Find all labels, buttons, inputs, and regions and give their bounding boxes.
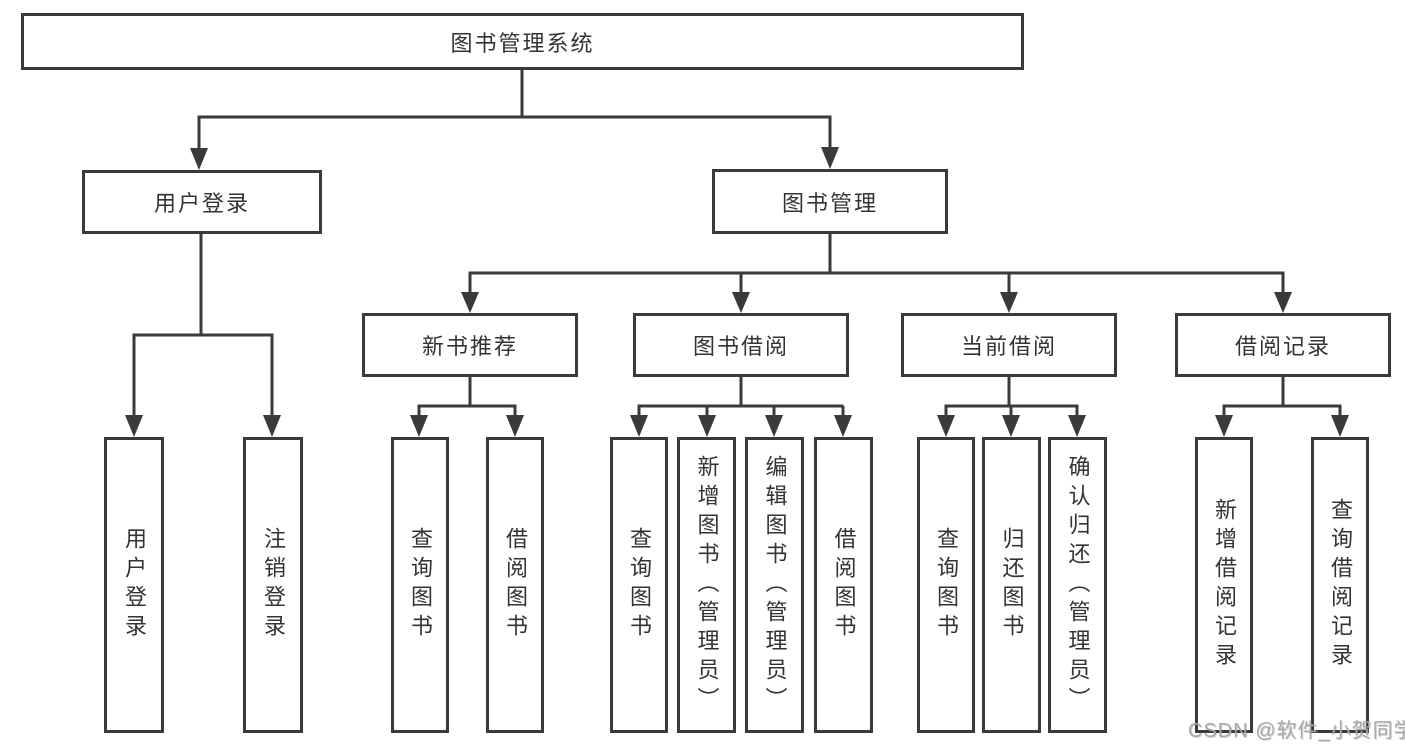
connector-line bbox=[132, 234, 274, 417]
node-label: 新书推荐 bbox=[421, 334, 518, 359]
leaf-logout: 注销登录 bbox=[243, 437, 303, 733]
node-label: 查询图书 bbox=[408, 527, 433, 643]
node-label: 新增借阅记录 bbox=[1212, 498, 1237, 672]
leaf-query-books-borrow: 查询图书 bbox=[610, 437, 668, 733]
node-label: 借阅图书 bbox=[831, 527, 857, 643]
connector-line bbox=[468, 234, 1285, 294]
node-label: 查询借阅记录 bbox=[1328, 498, 1353, 672]
arrowhead bbox=[190, 148, 208, 170]
node-label: 图书借阅 bbox=[692, 334, 789, 359]
node-label: 注销登录 bbox=[261, 527, 286, 643]
arrowhead bbox=[732, 292, 750, 313]
arrowhead bbox=[263, 415, 281, 437]
connector-newrec-to-leaves bbox=[410, 377, 524, 437]
node-label: 用户登录 bbox=[122, 527, 147, 643]
connector-borrow-to-leaves bbox=[630, 377, 852, 437]
leaf-confirm-return-admin: 确认归还（管理员） bbox=[1048, 437, 1107, 733]
leaf-return-books: 归还图书 bbox=[982, 437, 1041, 733]
connector-current-to-leaves bbox=[937, 377, 1086, 437]
connector-line bbox=[944, 377, 1079, 417]
leaf-borrow-books: 借阅图书 bbox=[814, 437, 873, 733]
arrowhead bbox=[630, 415, 648, 437]
node-book-borrow: 图书借阅 bbox=[633, 313, 849, 377]
node-user-login: 用户登录 bbox=[82, 170, 322, 234]
node-label: 借阅记录 bbox=[1234, 334, 1331, 359]
arrowhead bbox=[125, 415, 143, 437]
node-label: 归还图书 bbox=[999, 527, 1025, 643]
arrowhead bbox=[834, 415, 852, 437]
node-library-system: 图书管理系统 bbox=[21, 13, 1024, 70]
node-current-borrow: 当前借阅 bbox=[901, 313, 1117, 377]
node-label: 当前借阅 bbox=[960, 334, 1057, 359]
arrowhead bbox=[410, 415, 428, 437]
arrowhead bbox=[1274, 292, 1292, 313]
connector-userlogin-to-leaves bbox=[125, 234, 281, 437]
leaf-query-books-current: 查询图书 bbox=[917, 437, 975, 733]
arrowhead bbox=[1068, 415, 1086, 437]
arrowhead bbox=[937, 415, 955, 437]
connector-line bbox=[1222, 377, 1342, 417]
connector-records-to-leaves bbox=[1215, 377, 1349, 437]
watermark: CSDN @软件_小贺同学 bbox=[1188, 720, 1405, 742]
node-new-book-recommend: 新书推荐 bbox=[362, 313, 578, 377]
leaf-add-borrow-record: 新增借阅记录 bbox=[1195, 437, 1253, 733]
node-label: 用户登录 bbox=[153, 191, 250, 216]
leaf-query-books-recommend: 查询图书 bbox=[391, 437, 449, 733]
arrowhead bbox=[821, 147, 839, 169]
node-label: 查询图书 bbox=[934, 527, 959, 643]
connector-line bbox=[637, 377, 845, 417]
node-borrow-records: 借阅记录 bbox=[1175, 313, 1391, 377]
connector-root-to-level2 bbox=[190, 69, 839, 170]
node-label: 新增图书（管理员） bbox=[694, 454, 720, 716]
node-label: 图书管理 bbox=[781, 190, 878, 216]
arrowhead bbox=[1000, 292, 1018, 313]
connector-line bbox=[417, 377, 517, 417]
arrowhead bbox=[698, 415, 716, 437]
arrowhead bbox=[1331, 415, 1349, 437]
node-label: 借阅图书 bbox=[503, 527, 528, 643]
node-book-management: 图书管理 bbox=[712, 169, 948, 234]
arrowhead bbox=[765, 415, 783, 437]
arrowhead bbox=[1002, 415, 1020, 437]
leaf-edit-books-admin: 编辑图书（管理员） bbox=[745, 437, 804, 733]
node-label: 查询图书 bbox=[627, 527, 652, 643]
node-label: 图书管理系统 bbox=[450, 30, 595, 56]
arrowhead bbox=[506, 415, 524, 437]
arrowhead bbox=[461, 292, 479, 313]
leaf-user-login: 用户登录 bbox=[104, 437, 164, 733]
leaf-add-books-admin: 新增图书（管理员） bbox=[677, 437, 736, 733]
leaf-borrow-books-recommend: 借阅图书 bbox=[486, 437, 544, 733]
arrowhead bbox=[1215, 415, 1233, 437]
connector-line bbox=[197, 69, 832, 150]
connector-bookmgmt-to-level3 bbox=[461, 234, 1292, 313]
leaf-query-borrow-record: 查询借阅记录 bbox=[1311, 437, 1369, 733]
node-label: 确认归还（管理员） bbox=[1065, 454, 1091, 716]
node-label: 编辑图书（管理员） bbox=[762, 454, 788, 716]
